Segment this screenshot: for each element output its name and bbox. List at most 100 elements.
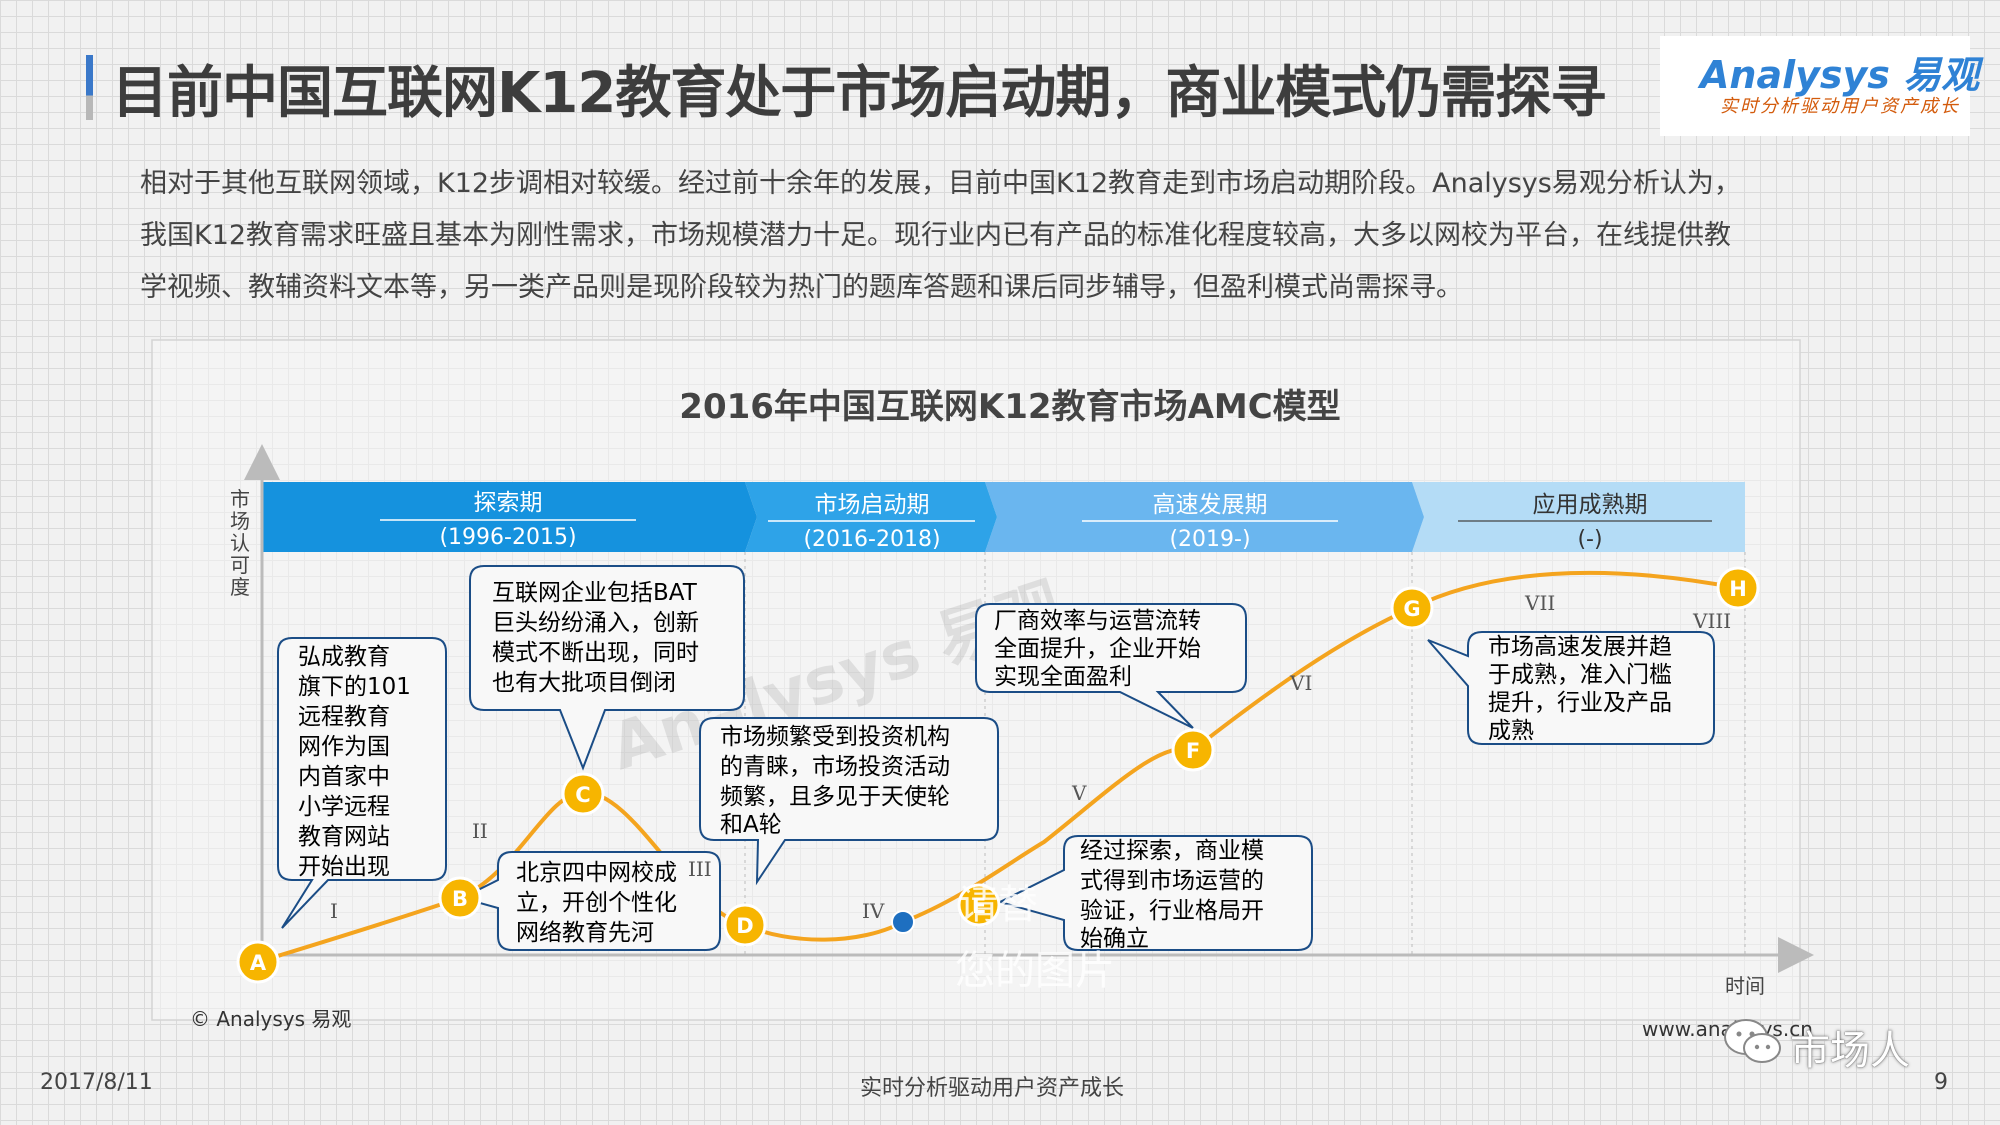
- callout-text: 厂商效率与运营流转 全面提升，企业开始 实现全面盈利: [994, 608, 1208, 690]
- roman-label: VIII: [1692, 609, 1731, 633]
- phase-period-1: (1996-2015): [439, 525, 576, 550]
- milestone-dot: [438, 876, 482, 920]
- callout-line: 开始出现: [298, 854, 390, 880]
- callout-line: 模式不断出现，同时: [492, 640, 699, 666]
- callout-g: 市场高速发展并趋 于成熟，准入门槛 提升，行业及产品 成熟: [1427, 631, 1715, 745]
- callout-line: 提升，行业及产品: [1488, 690, 1672, 716]
- phase-period-3: (2019-): [1169, 527, 1250, 552]
- milestone-dot: [236, 940, 280, 984]
- current-position-marker: [891, 910, 915, 934]
- callout-c: 互联网企业包括BAT 巨头纷纷涌入，创新 模式不断出现，同时 也有大批项目倒闭: [469, 565, 745, 771]
- callout-shape: [1427, 631, 1715, 745]
- callout-shape: [459, 851, 721, 951]
- callout-line: 教育网站: [298, 824, 390, 850]
- callout-line: 网作为国: [298, 734, 390, 760]
- callout-line: 立，开创个性化: [516, 890, 677, 916]
- callout-text: 互联网企业包括BAT 巨头纷纷涌入，创新 模式不断出现，同时 也有大批项目倒闭: [492, 580, 706, 696]
- milestone-a: A: [236, 940, 280, 984]
- milestone-letter: B: [452, 887, 468, 911]
- callout-shape: [469, 565, 745, 771]
- milestone-e: E: [957, 883, 1001, 927]
- callout-e: 经过探索，商业模 式得到市场运营的 验证，行业格局开 始确立: [997, 835, 1313, 952]
- roman-label: II: [472, 819, 488, 843]
- callout-f: 厂商效率与运营流转 全面提升，企业开始 实现全面盈利: [975, 603, 1247, 729]
- callout-line: 和A轮: [720, 812, 782, 838]
- phase-period-4: (-): [1577, 527, 1602, 552]
- logo-name: Analysys 易观: [1700, 53, 1980, 97]
- copyright: © Analysys 易观: [190, 1007, 351, 1031]
- milestone-dot: [1171, 728, 1215, 772]
- phase-period-2: (2016-2018): [803, 527, 940, 552]
- intro-line: 我国K12教育需求旺盛且基本为刚性需求，市场规模潜力十足。现行业内已有产品的标准…: [140, 220, 1732, 251]
- callout-line: 式得到市场运营的: [1080, 868, 1264, 894]
- callout-line: 互联网企业包括BAT: [492, 580, 698, 606]
- phase-band-2: [745, 482, 997, 552]
- wechat-badge: 市场人: [1722, 1014, 1942, 1074]
- title-accent-bar: [86, 55, 93, 120]
- roman-label: V: [1071, 781, 1087, 805]
- intro-line: 相对于其他互联网领域，K12步调相对较缓。经过前十余年的发展，目前中国K12教育…: [140, 168, 1741, 199]
- wechat-label: 市场人: [1790, 1028, 1910, 1074]
- milestone-b: B: [438, 876, 482, 920]
- analysys-logo: Analysys 易观 实时分析驱动用户资产成长: [1660, 36, 1979, 136]
- milestone-letter: G: [1403, 597, 1420, 621]
- callout-line: 厂商效率与运营流转: [994, 608, 1201, 634]
- phase-band-1: [262, 482, 757, 552]
- wechat-icon: [1724, 1019, 1781, 1063]
- callout-b: 北京四中网校成 立，开创个性化 网络教育先河: [459, 851, 721, 951]
- callout-line: 旗下的101: [298, 674, 411, 700]
- callout-d: 市场频繁受到投资机构 的青睐，市场投资活动 频繁，且多见于天使轮 和A轮: [699, 717, 999, 886]
- callout-line: 巨头纷纷涌入，创新: [492, 610, 699, 636]
- callout-line: 验证，行业格局开: [1080, 898, 1264, 924]
- callout-shape: [975, 603, 1247, 729]
- milestone-letter: E: [972, 894, 986, 918]
- milestone-letter: A: [250, 951, 267, 975]
- milestone-dot: [1716, 566, 1760, 610]
- callout-line: 弘成教育: [298, 644, 390, 670]
- callout-line: 实现全面盈利: [994, 664, 1132, 690]
- placeholder-overlay-line: 请替: [958, 882, 1038, 928]
- callout-shape: [699, 717, 999, 886]
- phase-name-3: 高速发展期: [1153, 492, 1268, 518]
- callout-line: 成熟: [1488, 718, 1534, 744]
- y-axis-label-char: 认: [230, 531, 250, 555]
- callout-shape: [277, 637, 447, 929]
- milestone-dot: [723, 903, 767, 947]
- intro-line: 学视频、教辅资料文本等，另一类产品则是现阶段较为热门的题库答题和课后同步辅导，但…: [140, 272, 1463, 303]
- callout-line: 市场频繁受到投资机构: [720, 724, 950, 750]
- placeholder-overlay-line: 您的图片: [955, 948, 1115, 994]
- callout-shape: [997, 835, 1313, 951]
- roman-label: VII: [1524, 591, 1555, 615]
- callout-line: 于成熟，准入门槛: [1488, 662, 1672, 688]
- callout-a: 弘成教育 旗下的101 远程教育 网作为国 内首家中 小学远程 教育网站 开始出…: [277, 637, 447, 929]
- callout-line: 经过探索，商业模: [1080, 838, 1264, 864]
- page-title: 目前中国互联网K12教育处于市场启动期，商业模式仍需探寻: [112, 61, 1606, 126]
- y-axis-label-char: 度: [230, 575, 250, 599]
- roman-label: I: [330, 899, 338, 923]
- callout-line: 市场高速发展并趋: [1488, 634, 1672, 660]
- footer-slogan: 实时分析驱动用户资产成长: [860, 1076, 1125, 1101]
- milestone-f: F: [1171, 728, 1215, 772]
- callout-line: 网络教育先河: [516, 920, 654, 946]
- phase-name-2: 市场启动期: [815, 492, 930, 518]
- phase-band-4: [1412, 482, 1745, 552]
- logo-tagline: 实时分析驱动用户资产成长: [1720, 96, 1960, 117]
- callout-line: 北京四中网校成: [516, 860, 677, 886]
- phase-name-4: 应用成熟期: [1533, 492, 1648, 518]
- callout-line: 也有大批项目倒闭: [492, 670, 676, 696]
- milestone-dot: [957, 883, 1001, 927]
- callout-line: 全面提升，企业开始: [994, 636, 1201, 662]
- diagram-title: 2016年中国互联网K12教育市场AMC模型: [679, 387, 1340, 427]
- x-axis-label: 时间: [1725, 974, 1765, 998]
- callout-line: 的青睐，市场投资活动: [720, 754, 950, 780]
- callout-line: 小学远程: [298, 794, 390, 820]
- milestone-letter: H: [1729, 577, 1747, 601]
- callout-text: 弘成教育 旗下的101 远程教育 网作为国 内首家中 小学远程 教育网站 开始出…: [298, 644, 418, 880]
- callout-line: 频繁，且多见于天使轮: [720, 784, 950, 810]
- callout-text: 市场频繁受到投资机构 的青睐，市场投资活动 频繁，且多见于天使轮 和A轮: [720, 724, 957, 838]
- phase-banner: 探索期 (1996-2015) 市场启动期 (2016-2018) 高速发展期 …: [262, 482, 1745, 552]
- y-axis-label-char: 市: [230, 487, 250, 511]
- milestone-letter: F: [1186, 739, 1200, 763]
- callout-line: 始确立: [1080, 926, 1149, 952]
